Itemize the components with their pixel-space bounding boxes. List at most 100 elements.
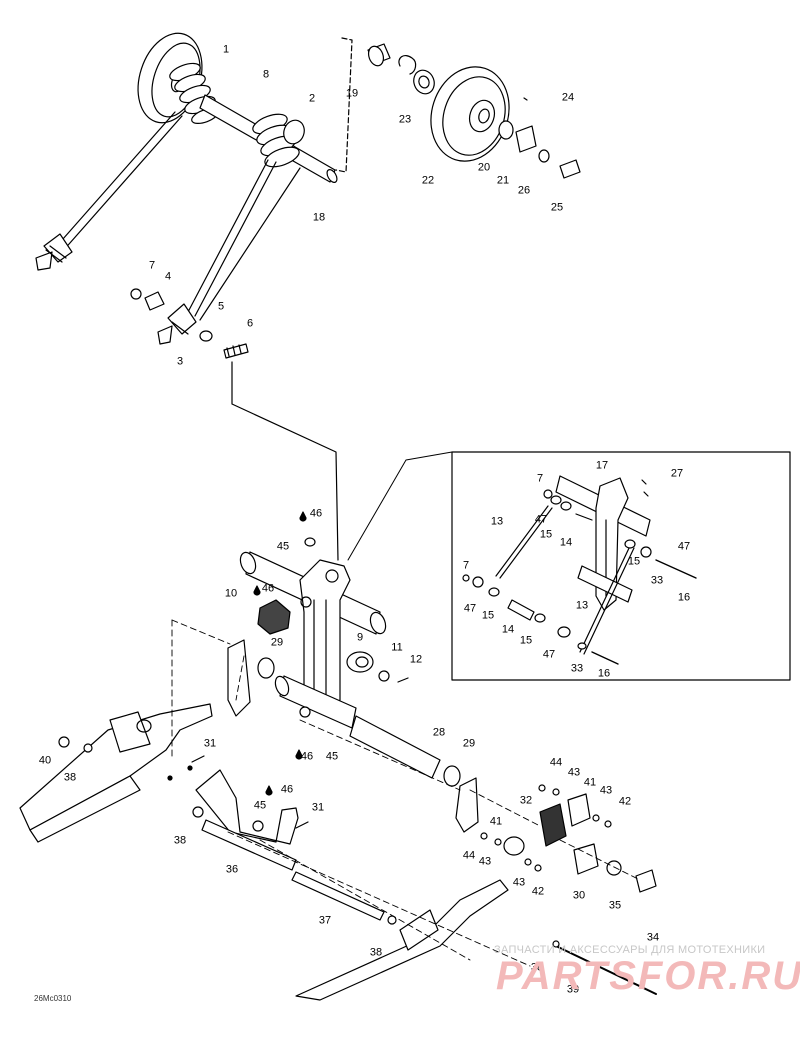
swing-arm: [299, 559, 351, 715]
callout-36: 36: [225, 863, 239, 876]
cam-9: [346, 651, 409, 683]
callout-44: 44: [549, 756, 563, 769]
callout-45: 45: [253, 799, 267, 812]
callout-44: 44: [462, 849, 476, 862]
callout-41: 41: [489, 815, 503, 828]
callout-18: 18: [312, 211, 326, 224]
watermark-logo: PARTSFOR.RU: [496, 954, 800, 998]
callout-20: 20: [477, 161, 491, 174]
callout-46: 46: [280, 783, 294, 796]
callout-10: 10: [224, 587, 238, 600]
callout-42: 42: [618, 795, 632, 808]
nipples-46: [252, 511, 316, 832]
callout-21: 21: [496, 174, 510, 187]
callout-43: 43: [512, 876, 526, 889]
callout-29: 29: [462, 737, 476, 750]
callout-25: 25: [550, 201, 564, 214]
callout-34: 34: [646, 931, 660, 944]
callout-38: 38: [369, 946, 383, 959]
callout-39: 39: [566, 983, 580, 996]
callout-47: 47: [463, 602, 477, 615]
callout-46: 46: [309, 507, 323, 520]
callout-22: 22: [421, 174, 435, 187]
assembly-lines: [171, 619, 641, 967]
callout-31: 31: [203, 737, 217, 750]
callout-7: 7: [148, 259, 156, 272]
left-rail: [19, 703, 213, 843]
callout-46: 46: [261, 582, 275, 595]
callout-12: 12: [409, 653, 423, 666]
callout-3: 3: [176, 355, 184, 368]
callout-47: 47: [542, 648, 556, 661]
callout-42: 42: [531, 885, 545, 898]
callout-35: 35: [608, 899, 622, 912]
callout-15: 15: [627, 555, 641, 568]
callout-29: 29: [270, 636, 284, 649]
callout-2: 2: [308, 92, 316, 105]
callout-37: 37: [318, 914, 332, 927]
idler-wheel-22: [430, 66, 510, 162]
callout-27: 27: [670, 467, 684, 480]
callout-28: 28: [432, 726, 446, 739]
callout-43: 43: [599, 784, 613, 797]
callout-13: 13: [490, 515, 504, 528]
torsion-spring-right: [252, 113, 305, 168]
callout-46: 46: [300, 750, 314, 763]
callout-7: 7: [462, 559, 470, 572]
bearing-23: [413, 69, 435, 95]
callout-13: 13: [575, 599, 589, 612]
callout-6: 6: [246, 317, 254, 330]
hub-hardware: [498, 97, 581, 179]
callout-31: 31: [311, 801, 325, 814]
watermark-caption: ЗАПЧАСТИ И АКСЕССУАРЫ ДЛЯ МОТОТЕХНИКИ: [494, 944, 766, 956]
spring-end-block-left: [35, 233, 73, 271]
callout-33: 33: [650, 574, 664, 587]
callout-45: 45: [325, 750, 339, 763]
callout-40: 40: [38, 754, 52, 767]
callout-15: 15: [481, 609, 495, 622]
callout-47: 47: [534, 513, 548, 526]
callout-41: 41: [583, 776, 597, 789]
circlip: [398, 54, 417, 75]
cross-tube-37: [291, 871, 385, 921]
callout-16: 16: [677, 591, 691, 604]
callout-38: 38: [173, 834, 187, 847]
inset-detail: [347, 451, 791, 681]
callout-33: 33: [570, 662, 584, 675]
cross-tube-28: [349, 715, 479, 833]
spring-end-block-right: [157, 303, 197, 345]
callout-24: 24: [561, 91, 575, 104]
callout-26: 26: [517, 184, 531, 197]
callout-15: 15: [519, 634, 533, 647]
callout-45: 45: [276, 540, 290, 553]
callout-43: 43: [478, 855, 492, 868]
callout-23: 23: [398, 113, 412, 126]
callout-5: 5: [217, 300, 225, 313]
callout-38: 38: [63, 771, 77, 784]
callout-43: 43: [567, 766, 581, 779]
callout-14: 14: [501, 623, 515, 636]
stopper-10: [257, 599, 291, 635]
callout-14: 14: [559, 536, 573, 549]
callout-19: 19: [345, 87, 359, 100]
callout-38: 38: [530, 961, 544, 974]
callout-17: 17: [595, 459, 609, 472]
small-fasteners: [58, 736, 612, 925]
small-hardware-left: [130, 288, 249, 359]
callout-30: 30: [572, 889, 586, 902]
pivot-tube-lower: [274, 675, 357, 729]
drawing-code: 26Mc0310: [34, 994, 72, 1003]
callout-16: 16: [597, 667, 611, 680]
callout-32: 32: [519, 794, 533, 807]
callout-9: 9: [356, 631, 364, 644]
callout-1: 1: [222, 43, 230, 56]
callout-47: 47: [677, 540, 691, 553]
right-hardware: [503, 793, 657, 995]
callout-4: 4: [164, 270, 172, 283]
callout-8: 8: [262, 68, 270, 81]
callout-7: 7: [536, 472, 544, 485]
left-bracket-29: [227, 639, 275, 717]
bushing-19: [367, 43, 391, 67]
